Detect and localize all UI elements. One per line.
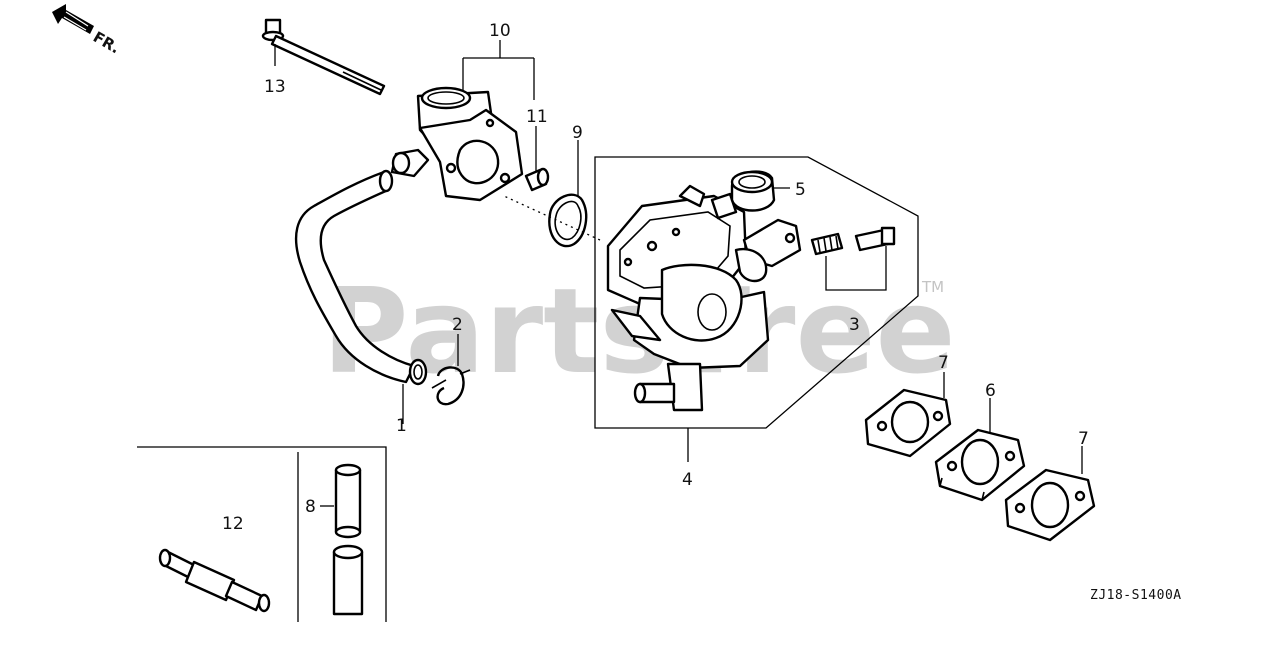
insulator-6 — [934, 428, 1026, 502]
front-direction-arrow-icon — [52, 4, 94, 34]
bushing-5 — [730, 170, 776, 212]
adjusting-screws-3 — [810, 226, 896, 256]
inset-frame — [137, 446, 387, 622]
leader-lines — [274, 40, 1083, 474]
front-direction-label: FR. — [90, 28, 123, 57]
callout-12: 12 — [222, 514, 244, 534]
callout-8: 8 — [305, 497, 316, 517]
callout-5: 5 — [795, 180, 806, 200]
watermark-trademark: TM — [921, 278, 944, 296]
screw-set-bracket-line — [825, 246, 887, 291]
callout-13: 13 — [264, 77, 286, 97]
gasket-7-upper — [864, 388, 952, 458]
callout-4: 4 — [682, 470, 693, 490]
flange-bolt-13 — [261, 18, 386, 96]
callout-3: 3 — [849, 315, 860, 335]
diagram-code: ZJ18-S1400A — [1090, 588, 1182, 603]
callout-9: 9 — [572, 123, 583, 143]
callout-7-upper: 7 — [938, 353, 949, 373]
callout-2: 2 — [452, 315, 463, 335]
callout-11: 11 — [526, 107, 548, 127]
callout-1: 1 — [396, 416, 407, 436]
callout-7-lower: 7 — [1078, 429, 1089, 449]
collar-8 — [332, 463, 364, 616]
o-ring-9 — [548, 193, 588, 248]
air-joint-10 — [390, 86, 524, 202]
carburetor-4 — [606, 184, 802, 412]
carburetor-group-outline — [594, 156, 919, 429]
gasket-7-lower — [1004, 468, 1096, 542]
fuel-filter-12 — [158, 548, 271, 613]
tube-clip-2 — [431, 366, 471, 406]
callout-6: 6 — [985, 381, 996, 401]
fuel-tube-1 — [294, 169, 428, 386]
dowel-pin-11 — [524, 167, 550, 192]
callout-10: 10 — [489, 21, 511, 41]
